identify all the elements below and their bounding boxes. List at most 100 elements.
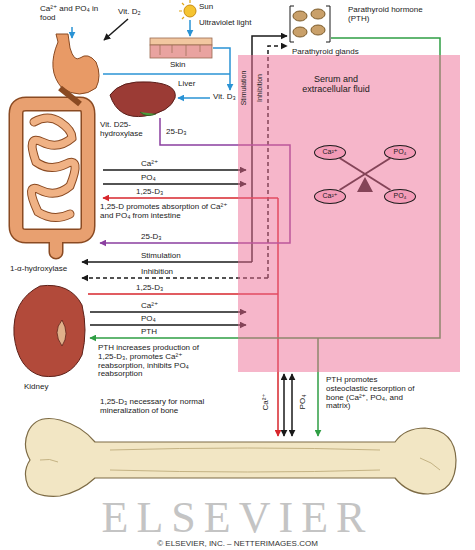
stomach: [53, 34, 99, 94]
sun-rays: [179, 0, 190, 19]
metabolite-label: 1,25-D₃: [135, 284, 164, 293]
vitamin-label: Vit. D₂: [118, 8, 141, 17]
label-anchor: PTH promotes osteoclastic resorption of …: [326, 376, 420, 411]
ion-label: Ca²⁺: [262, 393, 271, 410]
bone-exchange-arrow: [291, 374, 293, 436]
sun-symbol: [184, 5, 196, 17]
copyright-notice: © ELSEVIER, INC. – NETTERIMAGES.COM: [0, 540, 475, 549]
skin-dermis: [150, 45, 212, 58]
label-anchor: 1,25-D₃ necessary for normal mineralizat…: [100, 398, 230, 416]
label-anchor: ELSEVIER: [0, 496, 475, 540]
label-anchor: Ca²⁺: [140, 302, 159, 311]
label-anchor: Parathyroid hormone (PTH): [348, 6, 432, 24]
ion-label: PO₄: [140, 174, 157, 183]
absorption-arrow: [103, 183, 246, 185]
label-anchor: Sun: [199, 3, 213, 12]
label-anchor: PO₄: [299, 395, 308, 410]
label-anchor: PO₄: [140, 315, 157, 324]
ion-label: PO₄: [140, 315, 157, 324]
kidney: [14, 285, 85, 376]
label-anchor: Inhibition: [256, 74, 264, 102]
bracket: [290, 6, 330, 42]
light-label: Ultraviolet light: [199, 19, 251, 28]
label-anchor: 1,25-D₃: [135, 284, 164, 293]
colon: [16, 104, 88, 252]
label-anchor: PTH: [140, 328, 158, 337]
ion-oval: PO₄: [384, 189, 416, 204]
note-text: 1,25-D₃ necessary for normal mineralizat…: [100, 398, 230, 416]
pathway-arrow: [189, 20, 191, 36]
pathway-label: Inhibition: [256, 74, 264, 102]
enzyme-label: 1-α-hydroxylase: [10, 265, 67, 274]
ion-label: Ca²⁺: [140, 160, 159, 169]
note-text: PTH promotes osteoclastic resorption of …: [326, 376, 420, 411]
liver: [110, 82, 175, 117]
pathway-arrow: [213, 48, 230, 90]
ion-oval: Ca²⁺: [314, 145, 346, 160]
food-label: Ca²⁺ and PO₄ in food: [40, 5, 100, 23]
hormone-label: Parathyroid hormone (PTH): [348, 6, 432, 24]
region-title: Serum and extracellular fluid: [296, 75, 376, 95]
skin-epidermis: [150, 38, 212, 45]
label-anchor: Ultraviolet light: [199, 19, 251, 28]
organ-label: Liver: [178, 80, 195, 89]
metabolite-label: 25-D₃: [166, 128, 187, 137]
femur: [25, 419, 456, 497]
hormone-label: PTH: [140, 328, 158, 337]
label-anchor: Kidney: [24, 383, 48, 392]
label-anchor: 1-α-hydroxylase: [10, 265, 67, 274]
label-anchor: 25-D₃: [166, 128, 187, 137]
absorption-arrow: [103, 169, 246, 171]
duodenum: [60, 88, 80, 104]
label-anchor: Ca²⁺ and PO₄ in food: [40, 5, 100, 23]
parathyroid-gland: [293, 11, 307, 21]
pathway-line: [103, 73, 230, 75]
small-intestine-outline: [31, 118, 75, 218]
small-intestine: [31, 118, 75, 218]
label-anchor: Stimulation: [240, 71, 248, 106]
bone-shading: [40, 448, 440, 472]
label-anchor: PTH increases production of 1,25-D₃, pro…: [98, 344, 206, 379]
pathway-arrow: [71, 27, 73, 38]
label-anchor: Vit. D₂: [118, 8, 141, 17]
reabsorption-arrow: [90, 324, 246, 326]
metabolite-label: 1,25-D₃: [135, 188, 164, 197]
pathway-label: Stimulation: [140, 252, 182, 261]
label-anchor: Vit. D25-hydroxylase: [100, 121, 154, 139]
reabsorption-arrow: [90, 311, 246, 313]
watermark: ELSEVIER: [0, 496, 475, 540]
ion-label: PO₄: [394, 192, 407, 200]
label-anchor: Inhibition: [140, 268, 174, 277]
skin-detail: [160, 45, 200, 56]
pathway-label: Inhibition: [140, 268, 174, 277]
note-text: 1,25-D promotes absorption of Ca²⁺ and P…: [100, 203, 230, 221]
metabolite-label: 25-D₃: [140, 233, 163, 242]
stimulation-line: [82, 261, 252, 263]
bone-exchange-arrow: [283, 374, 285, 436]
label-anchor: Ca²⁺: [140, 160, 159, 169]
gallbladder: [140, 112, 156, 116]
ion-label: Ca²⁺: [323, 148, 338, 156]
pathway-arrow: [104, 19, 128, 40]
label-anchor: Skin: [170, 61, 186, 70]
renal-pelvis: [57, 320, 66, 346]
organ-label: Skin: [170, 61, 186, 70]
label-anchor: Ca²⁺: [262, 393, 271, 410]
serum-region: Serum and extracellular fluidCa²⁺ PO₄ Ca²⁺…: [238, 55, 460, 372]
ion-label: Ca²⁺: [140, 302, 159, 311]
ion-oval: Ca²⁺: [314, 189, 346, 204]
ion-label: PO₄: [394, 148, 407, 156]
label-anchor: PO₄: [140, 174, 157, 183]
vitamin-label: Vit. D₃: [213, 93, 236, 102]
label-anchor: Liver: [178, 80, 195, 89]
sun-label: Sun: [199, 3, 213, 12]
label-anchor: Stimulation: [140, 252, 182, 261]
enzyme-label: Vit. D25-hydroxylase: [100, 121, 154, 139]
label-anchor: 25-D₃: [140, 233, 163, 242]
organ-label: Parathyroid glands: [292, 48, 359, 57]
organ-label: Kidney: [24, 383, 48, 392]
parathyroid-gland: [293, 27, 307, 37]
ion-label: PO₄: [299, 395, 308, 410]
label-anchor: Parathyroid glands: [292, 48, 359, 57]
